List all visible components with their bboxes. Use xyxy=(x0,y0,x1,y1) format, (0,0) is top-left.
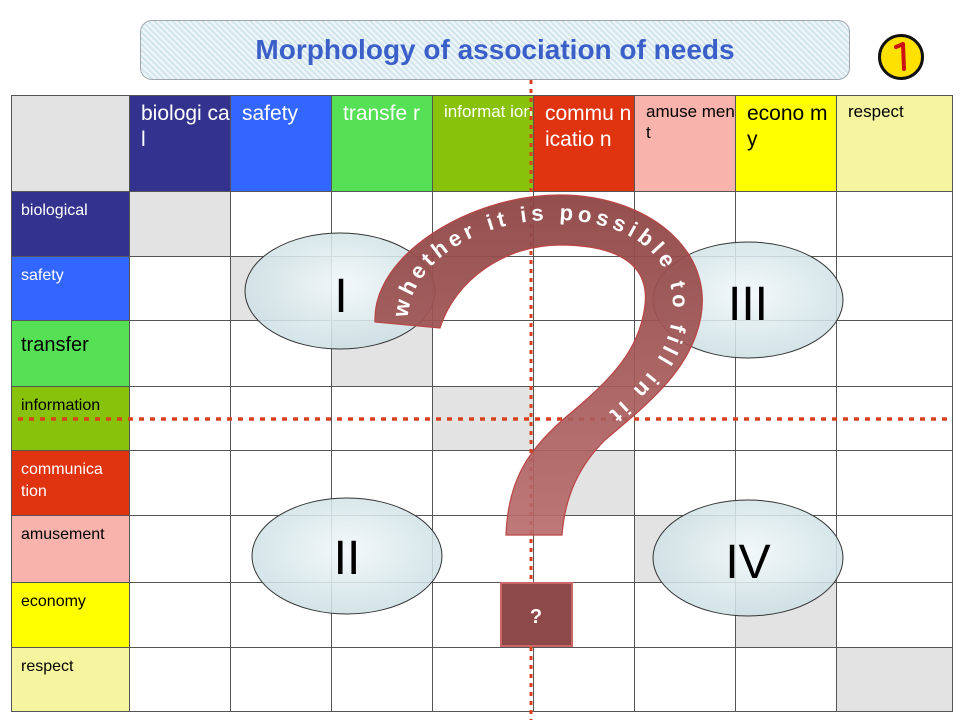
matrix-cell xyxy=(129,320,231,387)
matrix-cell xyxy=(129,450,231,516)
page-title: Morphology of association of needs xyxy=(255,34,735,65)
column-header-4: commu nicatio n xyxy=(533,95,635,192)
row-header-4: communica tion xyxy=(11,450,130,516)
column-header-7: respect xyxy=(836,95,953,192)
column-header-6: econo my xyxy=(735,95,837,192)
quadrant-label-3: III xyxy=(728,278,768,331)
matrix-cell xyxy=(735,647,837,712)
question-box-label: ? xyxy=(530,606,542,628)
question-mark-shape xyxy=(374,194,703,536)
quadrant-label-2: II xyxy=(334,532,361,585)
quadrant-ellipse-4 xyxy=(652,499,844,617)
title-banner xyxy=(140,20,850,80)
matrix-cell xyxy=(230,647,332,712)
logo-badge xyxy=(878,34,924,80)
row-header-6: economy xyxy=(11,582,130,648)
quadrant-label-4: IV xyxy=(725,536,770,589)
row-header-0: biological xyxy=(11,191,130,257)
row-header-2: transfer xyxy=(11,320,130,387)
logo-icon xyxy=(894,42,906,71)
diagonal-cell xyxy=(836,647,953,712)
matrix-cell xyxy=(129,647,231,712)
column-header-5: amuse ment xyxy=(634,95,736,192)
column-header-0: biologi cal xyxy=(129,95,231,192)
matrix-cell xyxy=(432,647,534,712)
matrix-cell xyxy=(836,450,953,516)
matrix-cell xyxy=(533,647,635,712)
row-header-7: respect xyxy=(11,647,130,712)
row-header-5: amusement xyxy=(11,515,130,583)
matrix-row: respect xyxy=(11,647,953,712)
matrix-corner-cell xyxy=(11,95,130,192)
quadrant-ellipse-2 xyxy=(251,497,443,615)
row-header-1: safety xyxy=(11,256,130,321)
column-header-1: safety xyxy=(230,95,332,192)
quadrant-label-1: I xyxy=(334,270,347,323)
question-box xyxy=(500,582,573,647)
column-header-3: informat ion xyxy=(432,95,534,192)
diagonal-cell xyxy=(129,191,231,257)
